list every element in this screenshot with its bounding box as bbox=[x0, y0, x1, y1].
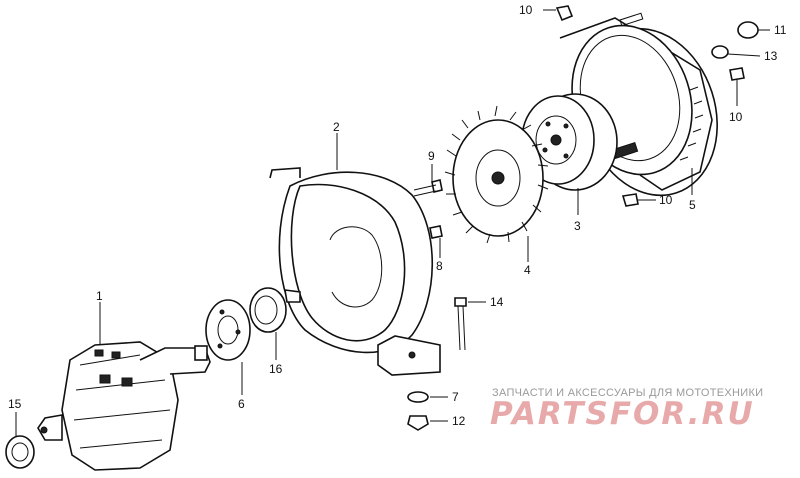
callout-labels: 1 2 3 4 5 6 7 8 9 10 10 10 11 12 13 14 1… bbox=[8, 3, 787, 428]
callout-10-top: 10 bbox=[519, 3, 533, 17]
part-9-bolt-shank bbox=[413, 184, 437, 197]
callout-1: 1 bbox=[96, 289, 103, 303]
callout-11: 11 bbox=[774, 23, 787, 37]
callout-9: 9 bbox=[428, 149, 435, 163]
callout-8: 8 bbox=[436, 259, 443, 273]
callout-5: 5 bbox=[689, 198, 696, 212]
callout-2: 2 bbox=[333, 120, 340, 134]
callout-7: 7 bbox=[452, 390, 459, 404]
part-16-bearing bbox=[249, 287, 287, 333]
part-14-bolt-shank bbox=[457, 305, 466, 351]
callout-6: 6 bbox=[238, 397, 245, 411]
callout-10-right: 10 bbox=[729, 110, 743, 124]
callout-16: 16 bbox=[269, 362, 283, 376]
part-6-flange-plate bbox=[205, 299, 251, 361]
part-10-screw-top bbox=[555, 5, 574, 22]
part-8-nut bbox=[429, 225, 443, 239]
part-11-grommet bbox=[737, 21, 759, 39]
small-parts bbox=[407, 5, 759, 431]
part-10-screw-mid bbox=[621, 193, 639, 207]
part-14-bolt-head bbox=[454, 297, 467, 307]
callout-14: 14 bbox=[490, 295, 504, 309]
callout-3: 3 bbox=[574, 219, 581, 233]
watermark-logo: PARTSFOR.RU bbox=[490, 396, 755, 432]
watermark-subtitle: ЗАПЧАСТИ И АКСЕССУАРЫ ДЛЯ МОТОТЕХНИКИ bbox=[492, 387, 764, 399]
part-12-nut bbox=[407, 415, 429, 431]
part-9-bolt-head bbox=[431, 179, 443, 193]
part-13-washer bbox=[711, 45, 729, 59]
part-2-stator-housing bbox=[269, 167, 441, 376]
callout-13: 13 bbox=[764, 49, 778, 63]
callout-15: 15 bbox=[8, 397, 22, 411]
part-4-cooling-fan bbox=[444, 105, 549, 244]
part-10-screw-right bbox=[729, 67, 745, 81]
callout-4: 4 bbox=[524, 263, 531, 277]
part-15-seal bbox=[5, 435, 35, 469]
part-1-alternator bbox=[37, 341, 211, 471]
callout-12: 12 bbox=[452, 414, 466, 428]
leader-lines bbox=[15, 9, 770, 436]
callout-10-mid: 10 bbox=[659, 193, 673, 207]
part-7-washer bbox=[407, 391, 429, 403]
